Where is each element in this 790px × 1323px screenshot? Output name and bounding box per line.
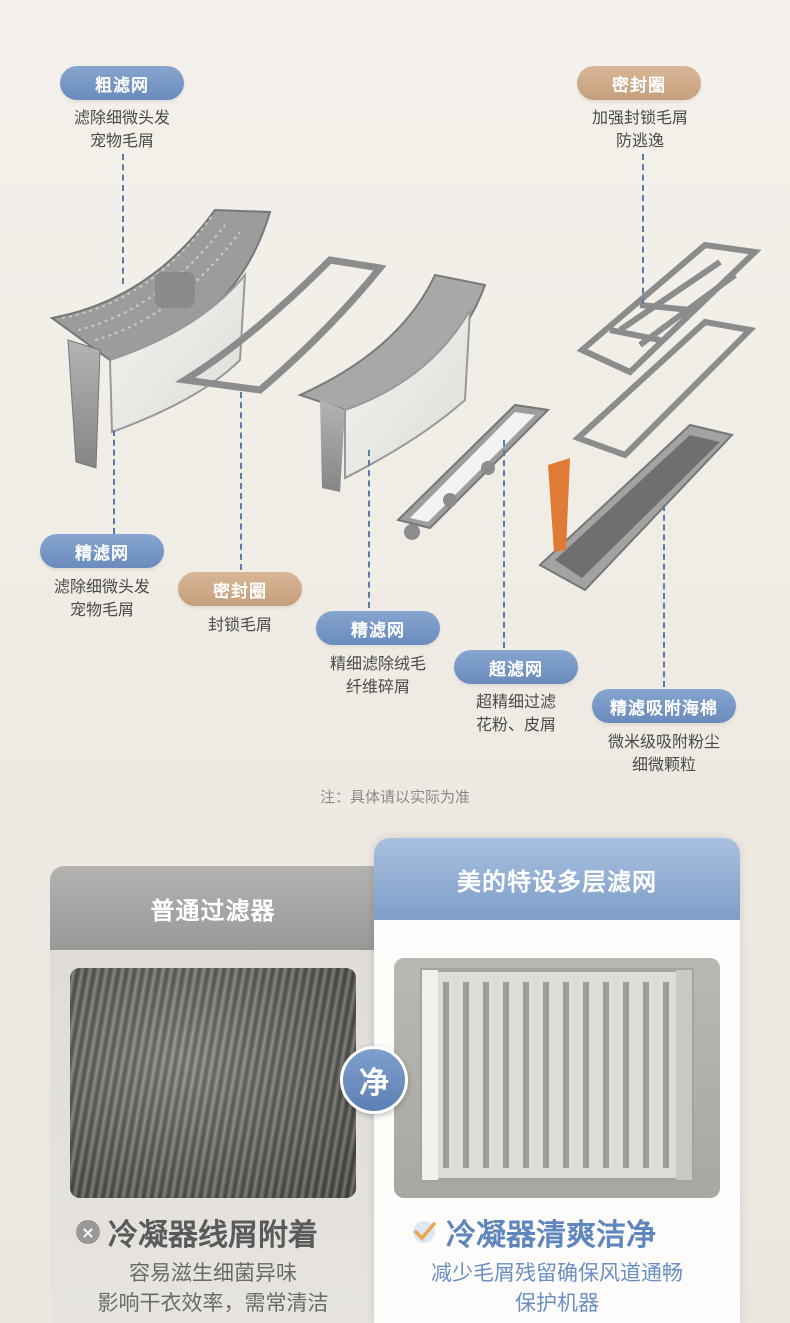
leader-seal-top xyxy=(642,154,644,304)
seal-lower-label: 密封圈 xyxy=(178,572,302,606)
filter-parts-illustration xyxy=(49,208,762,592)
sponge-tray-part xyxy=(538,423,734,592)
ordinary-result-title: × 冷凝器线屑附着 xyxy=(76,1210,318,1254)
fine-filter-2-desc: 精细滤除绒毛 纤维碎屑 xyxy=(329,654,426,696)
ultra-filter-label: 超滤网 xyxy=(454,650,578,684)
fine-filter-2-label: 精滤网 xyxy=(316,611,440,645)
sponge-desc: 微米级吸附粉尘 细微颗粒 xyxy=(607,732,720,774)
midea-result-title: 冷凝器清爽洁净 xyxy=(410,1210,656,1254)
ordinary-result-desc: 容易滋生细菌异味 影响干衣效率，需常清洁 xyxy=(97,1261,329,1315)
leader-seal-lower xyxy=(240,392,242,570)
leader-coarse xyxy=(122,154,124,284)
fine-filter-part xyxy=(297,273,487,492)
x-circle-icon: × xyxy=(76,1220,100,1244)
check-circle-icon xyxy=(413,1221,436,1243)
fine-filter-1-label: 精滤网 xyxy=(40,534,164,568)
leader-fine-2 xyxy=(368,450,370,608)
midea-filter-header: 美的特设多层滤网 xyxy=(374,838,740,920)
clean-badge: 净 xyxy=(340,1046,408,1114)
seal-lower-desc: 封锁毛屑 xyxy=(207,615,272,634)
leader-fine-1 xyxy=(113,430,115,534)
seal-grid-part xyxy=(572,241,762,459)
clean-condenser-photo xyxy=(394,958,720,1198)
leader-sponge xyxy=(663,505,665,687)
filter-diagram: 粗滤网 滤除细微头发 宠物毛屑 密封圈 加强封锁毛屑 防逃逸 精滤网 滤除细微头… xyxy=(40,66,762,806)
coarse-filter-part xyxy=(49,208,272,469)
disclaimer-note: 注：具体请以实际为准 xyxy=(319,788,470,806)
ultra-filter-desc: 超精细过滤 花粉、皮屑 xyxy=(475,692,556,734)
coarse-filter-label: 粗滤网 xyxy=(60,66,184,100)
clean-condenser-drawing xyxy=(420,968,694,1182)
coarse-filter-desc: 滤除细微头发 宠物毛屑 xyxy=(73,108,170,150)
ultra-filter-part xyxy=(396,403,551,540)
fine-filter-1-desc: 滤除细微头发 宠物毛屑 xyxy=(53,577,150,619)
seal-top-label: 密封圈 xyxy=(577,66,701,100)
ordinary-filter-header: 普通过滤器 xyxy=(50,866,376,950)
midea-result-desc: 减少毛屑残留确保风道通畅 保护机器 xyxy=(431,1261,683,1315)
leader-ultra xyxy=(503,440,505,648)
seal-top-desc: 加强封锁毛屑 防逃逸 xyxy=(591,108,688,150)
dirty-condenser-photo xyxy=(70,968,356,1198)
sponge-label: 精滤吸附海棉 xyxy=(592,689,736,723)
seal-ring-part xyxy=(174,256,387,394)
